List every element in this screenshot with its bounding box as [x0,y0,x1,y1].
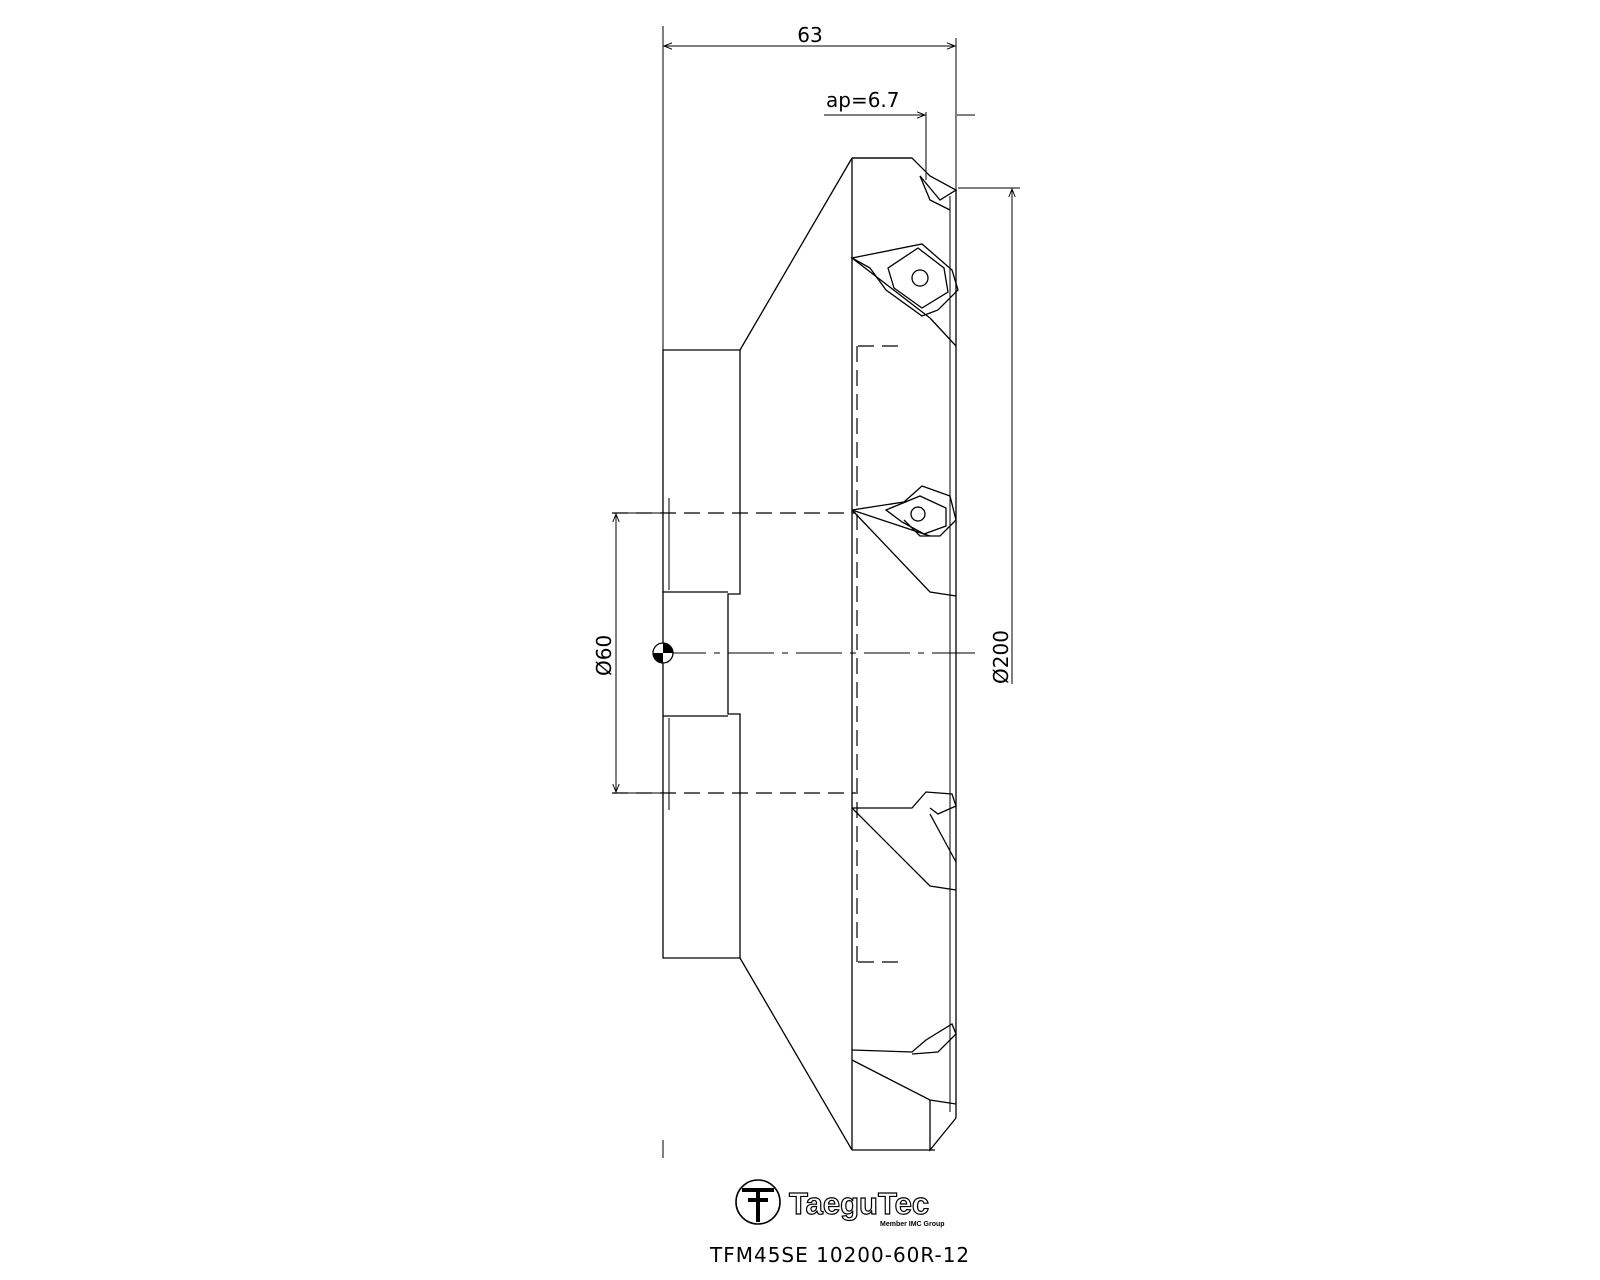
top-insert-detail [919,175,951,211]
key-slot-lines [663,591,728,717]
insert-4-edge [929,1100,957,1152]
hub-body [662,349,741,959]
insert-1-chip-line [851,257,931,319]
dimension-label-200: Ø200 [989,630,1013,684]
insert-2 [851,485,957,597]
bore-diameter-dimension: Ø60 [592,512,663,794]
insert-1-edge [929,317,957,347]
hub-outline [662,349,741,959]
insert-3-flute-line [929,813,957,863]
insert-3-outline [852,791,957,815]
taper-line-bottom [739,957,853,1151]
insert-4-chip-line [851,1059,957,1105]
insert-3 [851,791,957,891]
insert-4 [851,1023,957,1152]
taegutec-emblem-icon [735,1179,781,1225]
cutter-body [739,157,957,1151]
depth-of-cut-dimension: ap=6.7 [824,88,975,180]
cutter-diameter-dimension: Ø200 [958,187,1020,684]
insert-3-chip-line [851,807,957,891]
insert-4-outline [851,1023,957,1055]
insert-2-face [884,495,947,535]
insert-1 [850,243,959,347]
center-axis [660,652,975,1158]
overall-length-dimension: 63 [662,23,957,350]
logo-tagline-text: Member IMC Group [880,1221,945,1228]
dimension-label-63: 63 [797,23,822,47]
insert-2-flute-line [851,509,931,537]
insert-1-outline [850,243,959,317]
hidden-lines [612,345,905,963]
part-number: TFM45SE 10200-60R-12 [709,1243,970,1267]
insert-2-screw-icon [910,506,926,522]
insert-1-screw-icon [911,269,929,287]
insert-pocket-top [852,157,958,211]
center-of-mass-icon [652,642,674,664]
taegutec-logo: TaeguTec Member IMC Group [735,1179,945,1228]
insert-1-face [887,247,949,309]
insert-2-chip-line [851,509,957,597]
taper-line-top [739,157,853,351]
dimension-label-60: Ø60 [592,635,616,676]
logo-brand-text: TaeguTec [789,1186,929,1221]
insert-2-outline [851,485,957,537]
top-insert-edge [852,157,958,201]
dimension-label-ap: ap=6.7 [826,88,900,112]
